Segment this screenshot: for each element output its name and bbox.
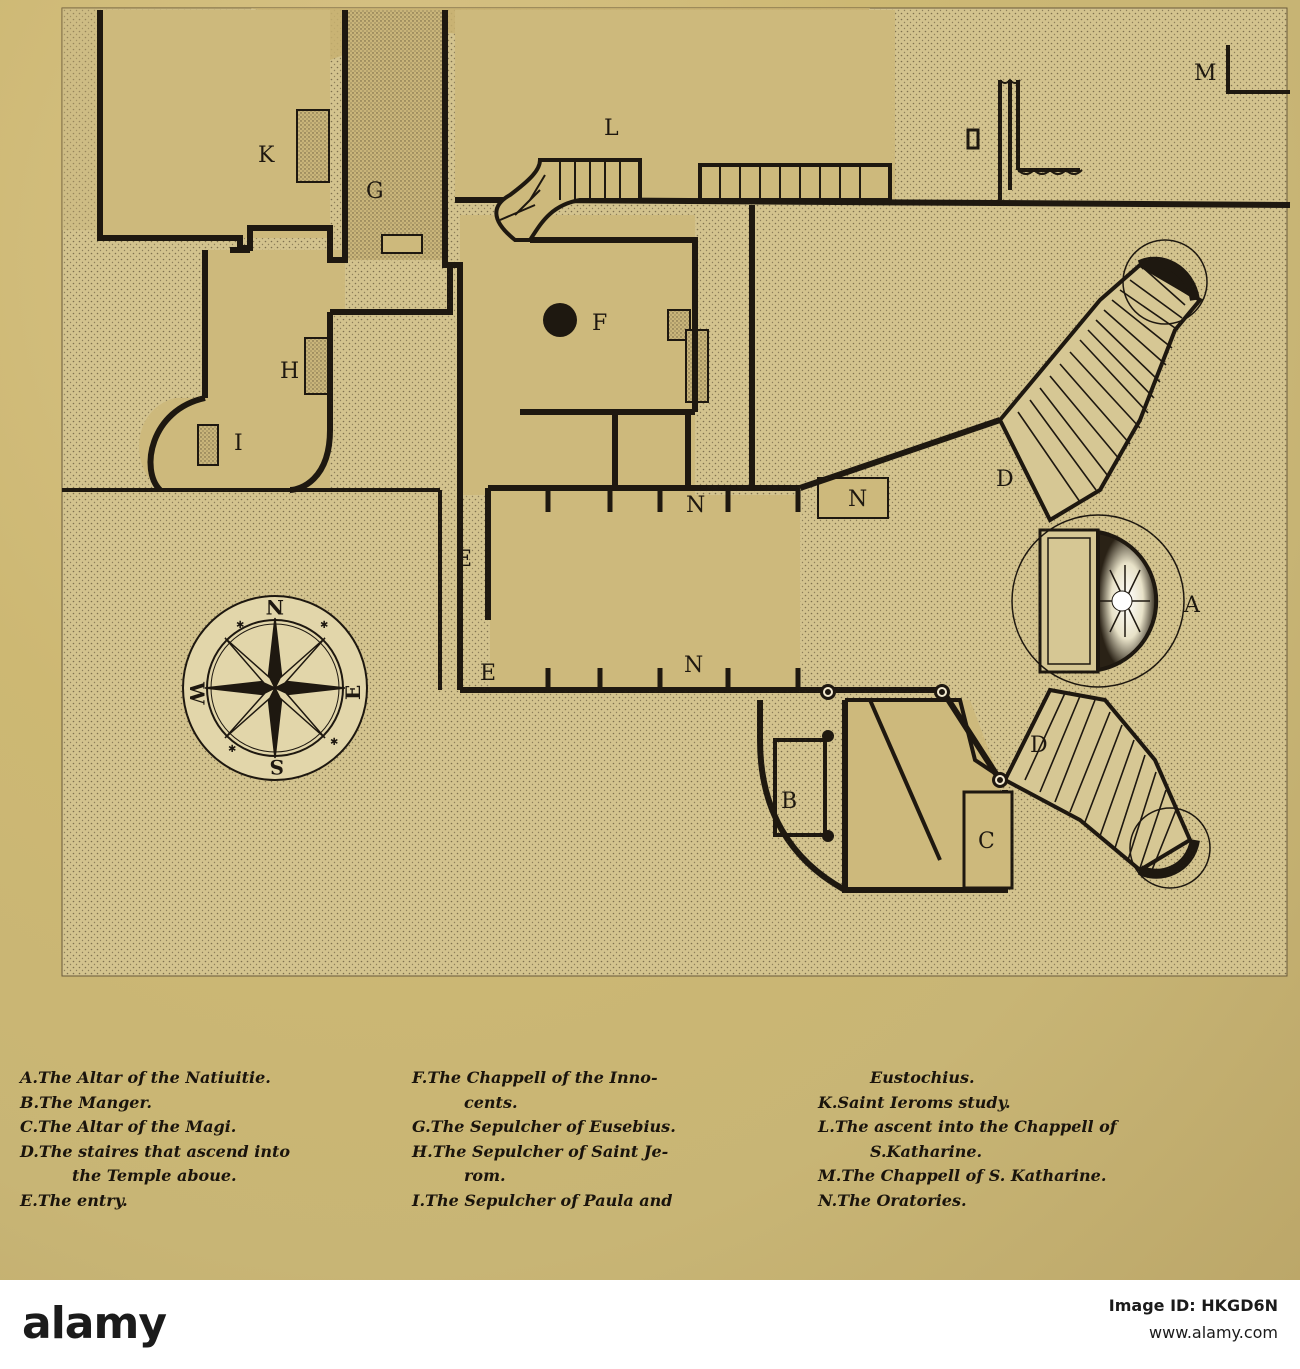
tomb-i xyxy=(197,424,219,466)
label-n-3: N xyxy=(684,653,703,678)
svg-text:✱: ✱ xyxy=(320,620,328,631)
legend-item: G.The Sepulcher of Eusebius. xyxy=(412,1117,676,1136)
ground-plan: ✱ ✱ ✱ ✱ N S E W K G L M F H I N N N E E … xyxy=(61,7,1291,977)
label-k: K xyxy=(258,143,275,168)
footer-meta: Image ID: HKGD6N www.alamy.com xyxy=(1109,1296,1278,1342)
label-a: A xyxy=(1183,593,1201,618)
label-n-1: N xyxy=(686,493,705,518)
legend-column-1: A.The Altar of the Natiuitie. B.The Mang… xyxy=(20,1066,290,1213)
compass-w: W xyxy=(185,681,209,705)
site-url: www.alamy.com xyxy=(1149,1323,1278,1342)
tomb-h xyxy=(304,337,330,395)
compass-rose: ✱ ✱ ✱ ✱ xyxy=(182,595,368,781)
legend-item: S.Katharine. xyxy=(870,1141,983,1161)
stairs-l xyxy=(494,158,892,242)
legend-item: M.The Chappell of S. Katharine. xyxy=(818,1166,1107,1185)
stock-footer xyxy=(0,1280,1300,1369)
oratory-n xyxy=(817,477,889,519)
stairs-d-lower xyxy=(1002,687,1211,889)
room-k-block xyxy=(296,109,330,183)
label-f: F xyxy=(592,311,607,336)
label-l: L xyxy=(604,116,619,141)
legend-item: N.The Oratories. xyxy=(818,1190,967,1210)
compass-s: S xyxy=(270,755,284,779)
legend-column-2: F.The Chappell of the Inno- cents. G.The… xyxy=(412,1066,676,1213)
label-i: I xyxy=(234,431,243,456)
label-g: G xyxy=(366,179,384,204)
compass-n: N xyxy=(266,595,284,619)
image-id: Image ID: HKGD6N xyxy=(1108,1296,1278,1315)
legend-column-3: Eustochius. K.Saint Ieroms study. L.The … xyxy=(818,1066,1117,1213)
label-n-2: N xyxy=(848,487,867,512)
legend-item: the Temple aboue. xyxy=(72,1166,237,1185)
legend-item: F.The Chappell of the Inno- xyxy=(412,1068,658,1087)
label-d-1: D xyxy=(996,467,1014,492)
svg-text:✱: ✱ xyxy=(228,744,236,755)
legend-item: C.The Altar of the Magi. xyxy=(20,1117,237,1136)
stairs-d-upper xyxy=(997,239,1208,523)
legend-item: B.The Manger. xyxy=(20,1092,152,1112)
label-e-2: E xyxy=(480,661,496,686)
alamy-logo: alamy xyxy=(22,1298,167,1349)
legend-item: A.The Altar of the Natiuitie. xyxy=(20,1068,271,1087)
legend-item: H.The Sepulcher of Saint Je- xyxy=(412,1141,669,1161)
label-d-2: D xyxy=(1030,733,1048,758)
legend-item: Eustochius. xyxy=(870,1068,975,1087)
label-b: B xyxy=(781,789,797,814)
room-g-block xyxy=(345,10,445,260)
label-h: H xyxy=(280,359,299,384)
label-c: C xyxy=(978,829,995,854)
compass-e: E xyxy=(341,685,365,700)
legend-item: K.Saint Ieroms study. xyxy=(818,1092,1011,1112)
altar-a xyxy=(1011,514,1185,688)
label-m: M xyxy=(1194,61,1217,86)
altar-c xyxy=(962,790,1014,890)
legend-item: rom. xyxy=(464,1166,506,1185)
legend-item: I.The Sepulcher of Paula and xyxy=(412,1190,673,1210)
svg-text:✱: ✱ xyxy=(330,737,338,748)
svg-text:✱: ✱ xyxy=(236,620,244,631)
legend-item: cents. xyxy=(464,1092,518,1112)
legend-item: E.The entry. xyxy=(20,1190,128,1210)
legend-item: D.The staires that ascend into xyxy=(20,1141,291,1161)
legend-item: L.The ascent into the Chappell of xyxy=(818,1117,1117,1136)
label-e-1: E xyxy=(456,547,472,572)
font-f xyxy=(543,303,577,337)
